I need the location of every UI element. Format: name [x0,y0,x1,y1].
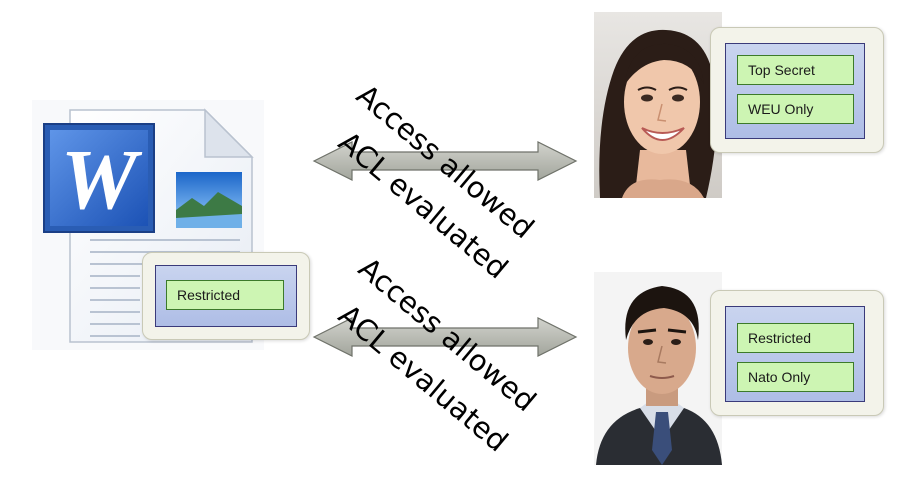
user1-clearance-tag-2: WEU Only [737,94,854,124]
user1-clearance-label-2: WEU Only [748,101,814,117]
user1-clearance-panel: Top Secret WEU Only [725,43,865,139]
user1-clearance-tag-1: Top Secret [737,55,854,85]
document-label-panel: Restricted [155,265,297,327]
user2-clearance-panel: Restricted Nato Only [725,306,865,402]
user1-clearance-card: Top Secret WEU Only [710,27,884,153]
double-arrow-bottom [312,317,578,357]
word-letter: W [61,131,143,227]
user2-clearance-label-2: Nato Only [748,369,811,385]
man-portrait [594,272,722,465]
user2-clearance-tag-1: Restricted [737,323,854,353]
document-classification-tag: Restricted [166,280,284,310]
user2-clearance-tag-2: Nato Only [737,362,854,392]
woman-portrait [594,12,722,199]
user2-clearance-label-1: Restricted [748,330,812,346]
document-label-card: Restricted [142,252,310,340]
double-arrow-top [312,141,578,181]
user2-clearance-card: Restricted Nato Only [710,290,884,416]
document-classification-label: Restricted [177,287,241,303]
landscape-thumbnail [176,172,242,228]
user1-clearance-label-1: Top Secret [748,62,815,78]
